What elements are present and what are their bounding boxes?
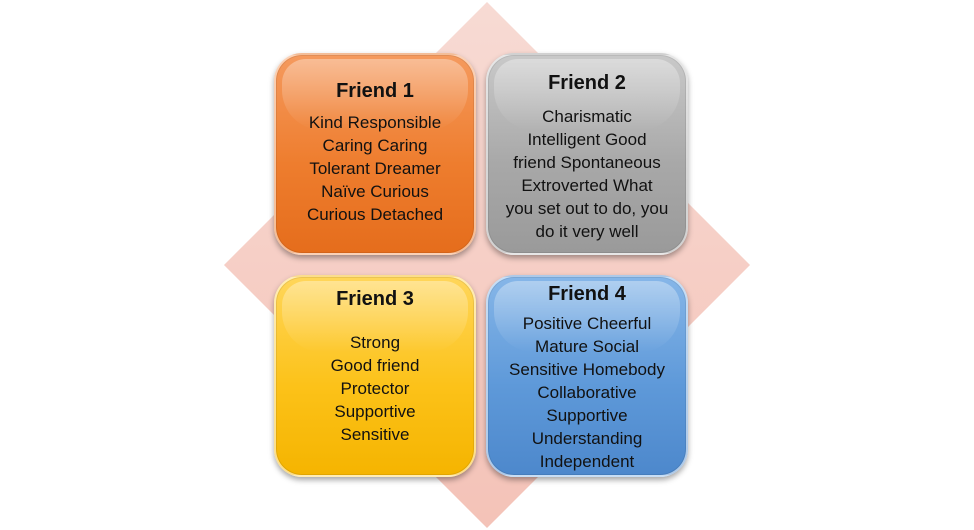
friend-3-box: Friend 3 Strong Good friend Protector Su… xyxy=(274,275,476,477)
friend-1-box: Friend 1 Kind Responsible Caring Caring … xyxy=(274,53,476,255)
trait-line: Naïve Curious xyxy=(321,182,429,201)
trait-line: Mature Social xyxy=(535,337,639,356)
friend-3-traits: Strong Good friend Protector Supportive … xyxy=(276,331,474,446)
trait-line: Sensitive Homebody xyxy=(509,360,665,379)
trait-line: friend Spontaneous xyxy=(513,153,661,172)
trait-line: Good friend xyxy=(330,356,420,375)
friend-2-box: Friend 2 Charismatic Intelligent Good fr… xyxy=(486,53,688,255)
friend-4-traits: Positive Cheerful Mature Social Sensitiv… xyxy=(488,312,686,473)
trait-line: Collaborative xyxy=(537,383,637,402)
friend-2-traits: Charismatic Intelligent Good friend Spon… xyxy=(488,105,686,243)
trait-line: Tolerant Dreamer xyxy=(309,159,441,178)
trait-line: you set out to do, you xyxy=(505,199,669,218)
trait-line: Caring Caring xyxy=(322,136,428,155)
trait-line: Positive Cheerful xyxy=(522,314,652,333)
trait-line: Supportive xyxy=(546,406,628,425)
trait-line: Charismatic xyxy=(542,107,632,126)
trait-line: do it very well xyxy=(535,222,639,241)
trait-line: Strong xyxy=(349,333,401,352)
trait-line: Protector xyxy=(340,379,410,398)
friend-2-title: Friend 2 xyxy=(548,72,626,94)
friend-1-traits: Kind Responsible Caring Caring Tolerant … xyxy=(276,111,474,226)
friend-4-box: Friend 4 Positive Cheerful Mature Social… xyxy=(486,275,688,477)
friend-4-title: Friend 4 xyxy=(548,283,626,305)
friend-1-title: Friend 1 xyxy=(336,80,414,102)
trait-line: Intelligent Good xyxy=(527,130,647,149)
trait-line: Independent xyxy=(539,452,635,471)
trait-line: Sensitive xyxy=(340,425,410,444)
trait-line: Kind Responsible xyxy=(308,113,442,132)
trait-line: Supportive xyxy=(334,402,416,421)
trait-line: Curious Detached xyxy=(306,205,444,224)
trait-line: Extroverted What xyxy=(521,176,653,195)
trait-line: Understanding xyxy=(531,429,643,448)
friend-3-title: Friend 3 xyxy=(336,288,414,310)
